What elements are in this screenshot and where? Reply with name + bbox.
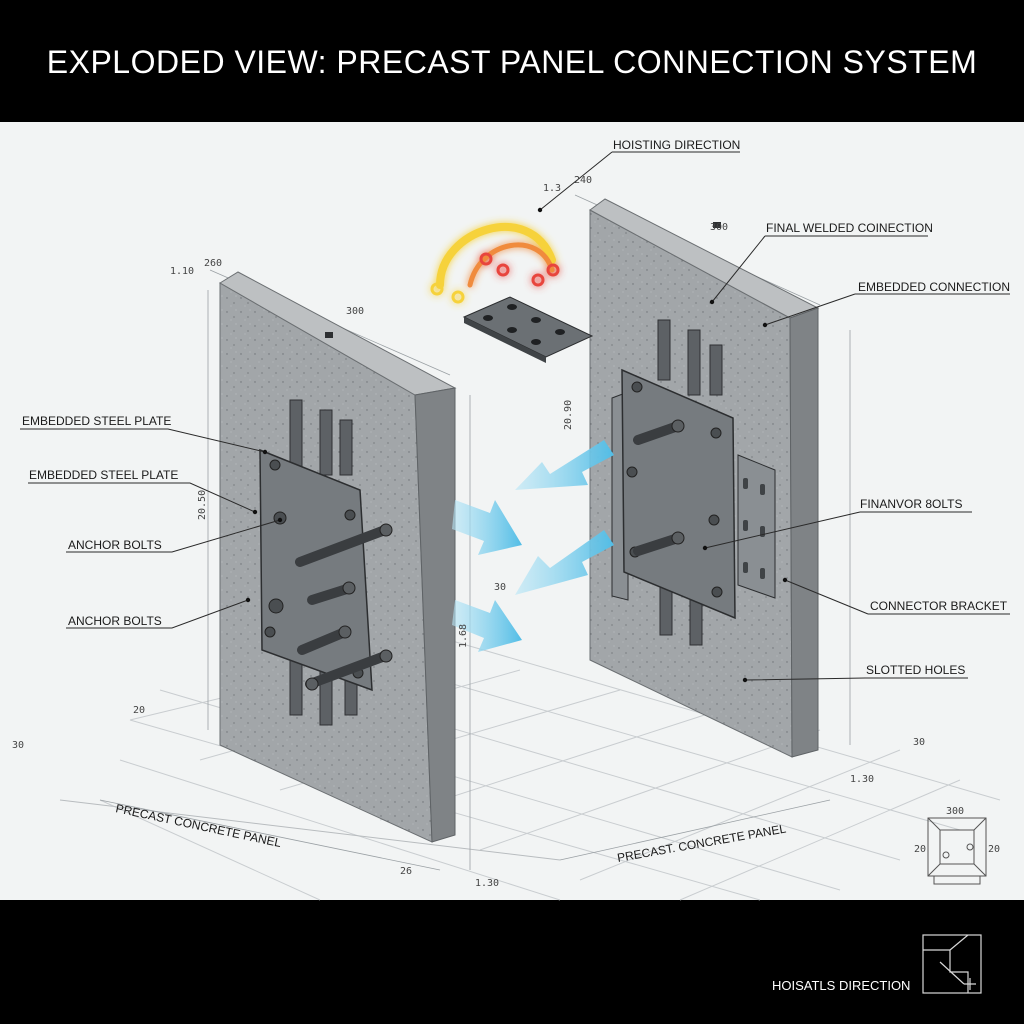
footer-band	[0, 900, 1024, 1024]
footer-hoist-label: HOISATLS DIRECTION	[772, 978, 911, 993]
label-embedded-connection: EMBEDDED CONNECTION	[858, 280, 1010, 294]
dim-6: 300	[710, 222, 728, 233]
assembly-arrows	[452, 440, 614, 652]
label-left-panel: PRECAST CONCRETE PANEL	[114, 801, 282, 850]
dim-9: 30	[494, 582, 506, 593]
dim-19: 20	[988, 844, 1000, 855]
dim-7: 20.90	[563, 400, 574, 430]
dim-10: 1.68	[458, 624, 469, 648]
dim-2: 260	[204, 258, 222, 269]
floating-splice-plate	[462, 296, 594, 363]
diagram-title: EXPLODED VIEW: PRECAST PANEL CONNECTION …	[46, 44, 978, 80]
dim-5: 240	[574, 175, 592, 186]
footer-direction-icon	[922, 934, 982, 994]
label-final-anchor-bolts: FINANVOR 8OLTS	[860, 497, 962, 511]
label-final-welded-connection: FINAL WELDED COINECTION	[766, 221, 933, 235]
hoisting-direction-indicator	[430, 223, 560, 304]
dim-15: 30	[913, 737, 925, 748]
label-embedded-steel-plate-2: EMBEDDED STEEL PLATE	[29, 468, 178, 482]
dim-12: 30	[12, 740, 24, 751]
label-anchor-bolts-2: ANCHOR BOLTS	[68, 614, 162, 628]
dim-14: 1.30	[475, 878, 499, 889]
dim-1: 1.10	[170, 266, 194, 277]
title-band	[0, 0, 1024, 122]
section-detail-icon	[927, 817, 987, 885]
label-right-panel: PRECAST. CONCRETE PANEL	[616, 821, 787, 865]
dim-3: 300	[346, 306, 364, 317]
leader-dots	[245, 207, 788, 683]
left-embedded-steel-plate	[259, 448, 393, 692]
dim-13: 26	[400, 866, 412, 877]
dim-8: 20.50	[197, 490, 208, 520]
dim-11: 20	[133, 705, 145, 716]
dim-4: 1.3	[543, 183, 561, 194]
drawing-area	[0, 122, 1024, 900]
label-slotted-holes: SLOTTED HOLES	[866, 663, 965, 677]
dim-16: 1.30	[850, 774, 874, 785]
callout-labels: HOISTING DIRECTION FINAL WELDED COINECTI…	[22, 138, 1010, 677]
label-embedded-steel-plate-1: EMBEDDED STEEL PLATE	[22, 414, 171, 428]
right-embedded-steel-plate	[621, 368, 736, 620]
dim-17: 300	[946, 806, 964, 817]
label-connector-bracket: CONNECTOR BRACKET	[870, 599, 1008, 613]
leader-lines	[20, 151, 1010, 681]
floor-grid	[59, 619, 1001, 901]
label-anchor-bolts-1: ANCHOR BOLTS	[68, 538, 162, 552]
label-hoisting-direction: HOISTING DIRECTION	[613, 138, 740, 152]
dim-18: 20	[914, 844, 926, 855]
dimension-values: 1.10 260 300 1.3 240 300 20.90 20.50 30 …	[12, 175, 1000, 889]
